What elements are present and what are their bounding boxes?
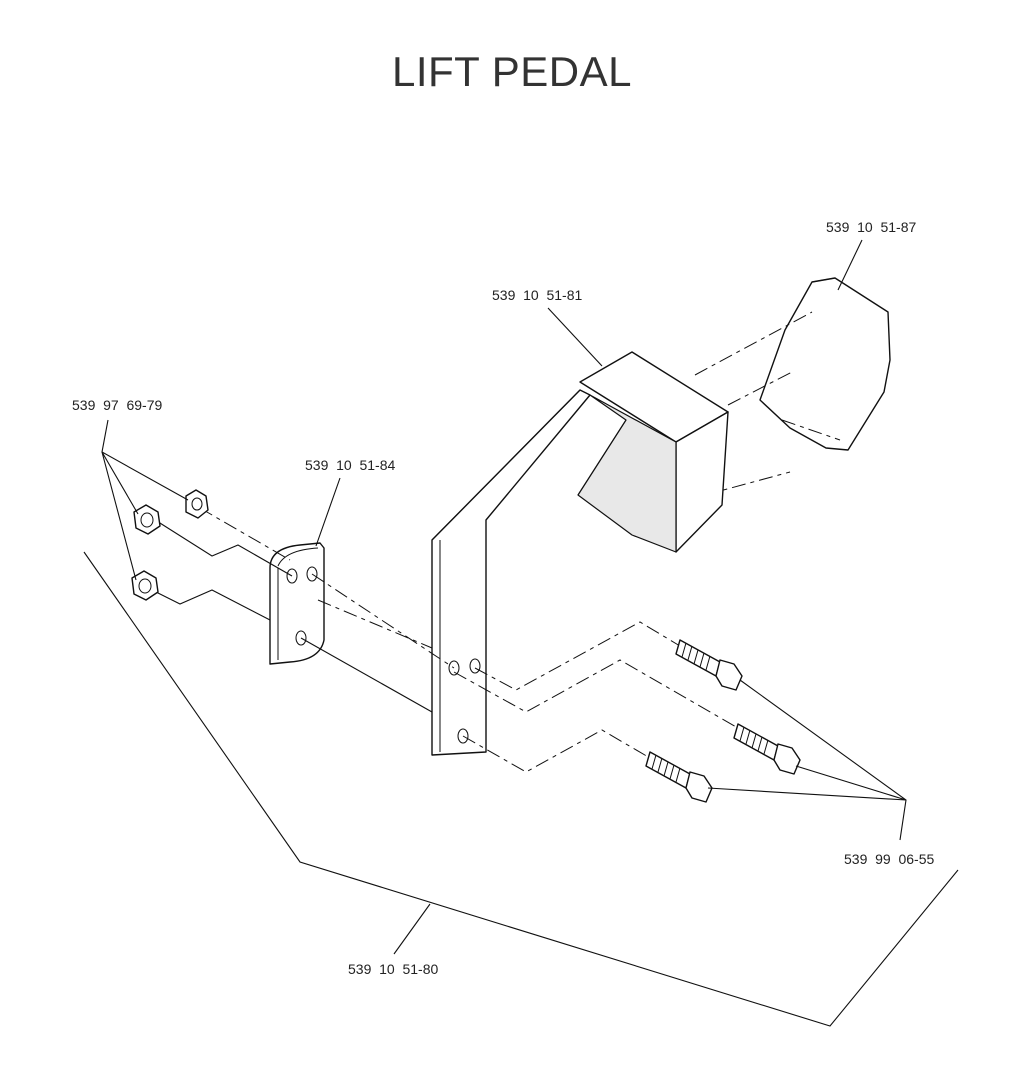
- bolt-top: [675, 639, 743, 691]
- pad-assembly-line-1: [694, 311, 813, 376]
- leader-pedal-pad: [837, 239, 863, 291]
- nut-line-1: [151, 517, 293, 577]
- part-number-pedal-arm: 539 10 51-81: [492, 287, 583, 303]
- pedal-arm: [431, 351, 729, 756]
- bolt-middle: [733, 723, 801, 775]
- nut-line-3: [199, 507, 291, 561]
- leader-assembly: [393, 903, 431, 955]
- part-number-bolts: 539 99 06-55: [844, 851, 935, 867]
- leader-bolts: [707, 679, 907, 841]
- nut-line-2: [147, 587, 271, 621]
- bolt-bottom: [645, 751, 713, 803]
- assembly-bracket: [83, 551, 959, 1027]
- backing-plate: [269, 542, 325, 665]
- nut-bottom: [131, 570, 159, 601]
- leader-pedal-arm: [547, 307, 603, 367]
- part-number-pedal-pad: 539 10 51-87: [826, 219, 917, 235]
- nut-top: [185, 489, 209, 519]
- page-title: LIFT PEDAL: [392, 48, 632, 95]
- pedal-pad: [759, 277, 891, 451]
- pad-assembly-line-3: [781, 419, 841, 441]
- plate-arm-line-3: [300, 637, 433, 713]
- bolt-line-1: [474, 621, 681, 691]
- bolt-line-2: [453, 659, 739, 729]
- bolt-line-3: [462, 729, 651, 773]
- leader-plate: [315, 477, 341, 547]
- part-number-assembly: 539 10 51-80: [348, 961, 439, 977]
- leader-nuts: [101, 419, 189, 581]
- part-number-plate: 539 10 51-84: [305, 457, 396, 473]
- nut-middle: [133, 504, 161, 535]
- part-number-nuts: 539 97 69-79: [72, 397, 163, 413]
- pad-assembly-line-2: [727, 371, 793, 406]
- plate-arm-line-1: [311, 573, 455, 669]
- plate-arm-line-2: [317, 599, 433, 649]
